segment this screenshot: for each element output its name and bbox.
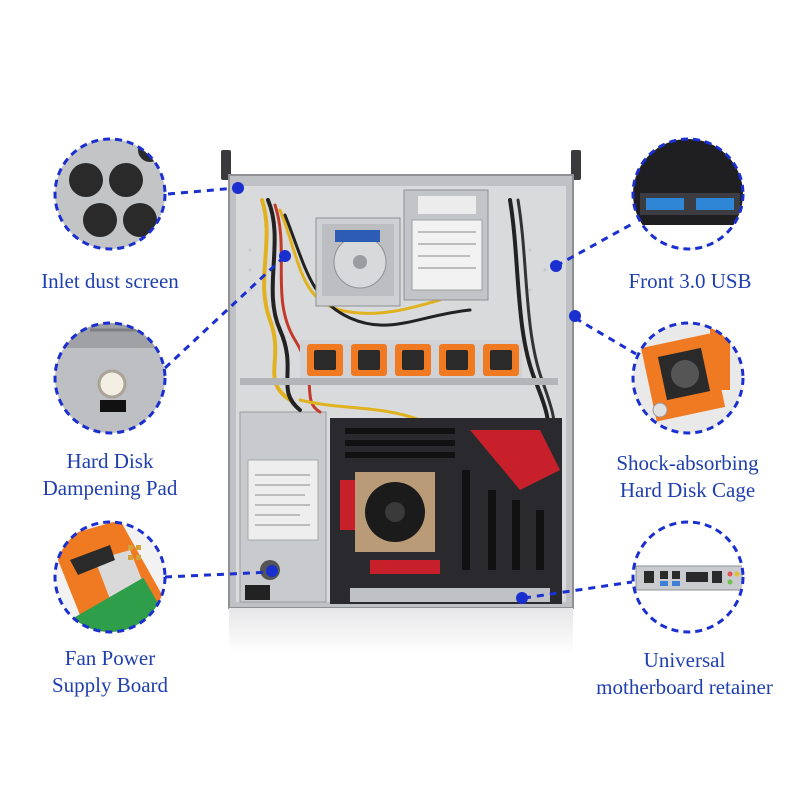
power-supply — [239, 411, 327, 603]
label-inlet-dust-screen: Inlet dust screen — [10, 268, 210, 295]
motherboard — [330, 418, 562, 604]
motherboard-retainer-detail — [631, 520, 745, 634]
label-line: Hard Disk — [66, 449, 154, 473]
label-fan-power-board: Fan Power Supply Board — [10, 645, 210, 699]
callout-dots — [232, 182, 581, 604]
label-line: Fan Power — [64, 646, 156, 670]
inlet-dust-screen-detail — [53, 137, 167, 251]
fan-row — [240, 340, 558, 385]
label-line: Inlet dust screen — [41, 269, 179, 293]
hard-disk-pad-detail — [53, 321, 167, 435]
hard-disk-left — [315, 217, 401, 307]
fan-power-board-detail — [53, 520, 167, 634]
label-line: Hard Disk Cage — [619, 478, 756, 502]
label-line: Front 3.0 USB — [628, 269, 752, 293]
label-motherboard-retainer: Universal motherboard retainer — [572, 647, 797, 701]
label-line: Universal — [643, 648, 726, 672]
label-line: Supply Board — [51, 673, 169, 697]
label-front-usb: Front 3.0 USB — [590, 268, 790, 295]
hard-disk-cage-detail — [631, 321, 745, 435]
callout-lines — [163, 186, 637, 600]
label-line: motherboard retainer — [596, 675, 773, 699]
label-hard-disk-cage: Shock-absorbing Hard Disk Cage — [580, 450, 795, 504]
front-usb-detail — [631, 137, 745, 251]
hard-disk-right — [403, 189, 489, 301]
label-line: Dampening Pad — [42, 476, 178, 500]
label-hard-disk-pad: Hard Disk Dampening Pad — [10, 448, 210, 502]
label-line: Shock-absorbing — [616, 451, 759, 475]
